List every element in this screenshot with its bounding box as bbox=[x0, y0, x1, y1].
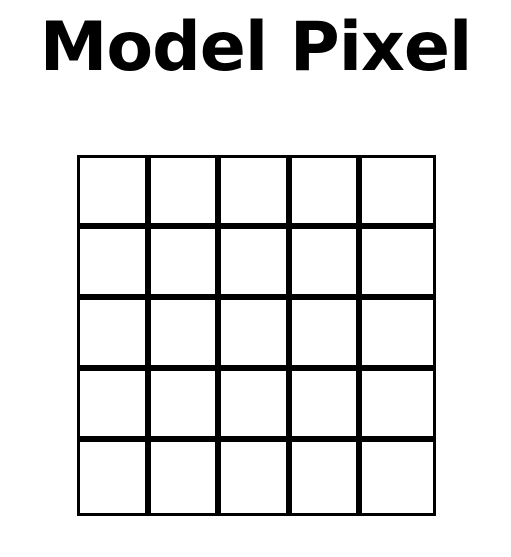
pixel-cell bbox=[362, 158, 433, 229]
pixel-cell bbox=[291, 442, 363, 513]
pixel-cell bbox=[80, 371, 151, 442]
pixel-cell bbox=[362, 371, 433, 442]
pixel-cell bbox=[291, 229, 363, 300]
pixel-grid bbox=[77, 155, 436, 516]
pixel-cell bbox=[221, 371, 292, 442]
pixel-cell bbox=[221, 442, 292, 513]
pixel-cell bbox=[150, 300, 222, 371]
pixel-cell bbox=[221, 300, 292, 371]
pixel-cell bbox=[221, 158, 292, 229]
pixel-cell bbox=[80, 442, 151, 513]
pixel-cell bbox=[362, 300, 433, 371]
pixel-cell bbox=[150, 442, 222, 513]
pixel-cell bbox=[150, 371, 222, 442]
pixel-cell bbox=[291, 300, 363, 371]
pixel-cell bbox=[150, 229, 222, 300]
pixel-cell bbox=[150, 158, 222, 229]
pixel-cell bbox=[80, 229, 151, 300]
page-title: Model Pixel bbox=[39, 8, 473, 87]
pixel-cell bbox=[221, 229, 292, 300]
pixel-cell bbox=[80, 300, 151, 371]
pixel-cell bbox=[80, 158, 151, 229]
pixel-cell bbox=[362, 442, 433, 513]
pixel-cell bbox=[291, 371, 363, 442]
pixel-cell bbox=[362, 229, 433, 300]
pixel-cell bbox=[291, 158, 363, 229]
